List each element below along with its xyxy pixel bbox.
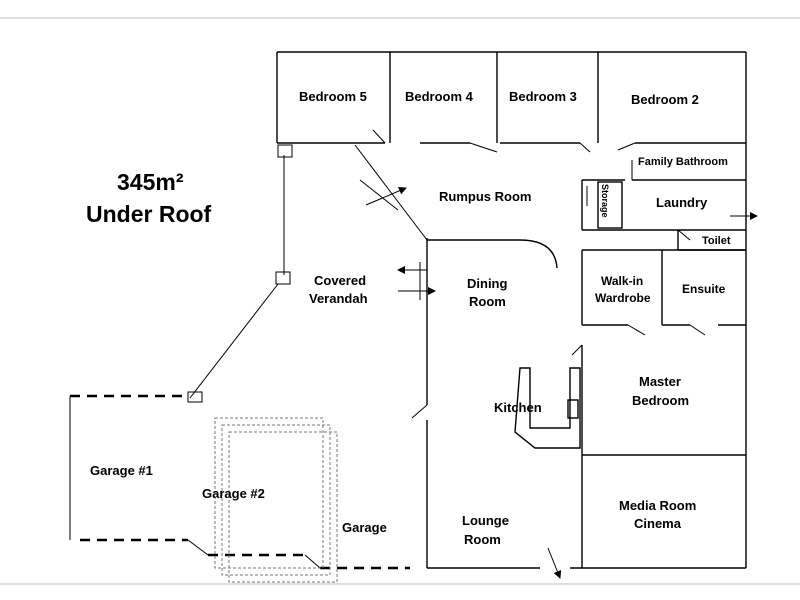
area-size: 345m² (117, 169, 184, 195)
room-bedroom-2: Bedroom 2 (631, 92, 699, 107)
room-ensuite: Ensuite (682, 282, 726, 296)
room-kitchen: Kitchen (494, 400, 542, 415)
room-bedroom-4: Bedroom 4 (405, 89, 474, 104)
master-walls (567, 344, 746, 568)
room-garage: Garage (342, 520, 387, 535)
room-laundry: Laundry (656, 195, 708, 210)
ensuite-walls (581, 249, 746, 336)
room-media-line2: Cinema (634, 516, 682, 531)
verandah-walls (187, 144, 436, 419)
room-dining-line2: Room (469, 294, 506, 309)
room-walkin-line2: Wardrobe (595, 291, 651, 305)
room-lounge-line2: Room (464, 532, 501, 547)
entry-arrow (547, 547, 562, 579)
room-walkin-line1: Walk-in (601, 274, 643, 288)
room-garage-1: Garage #1 (90, 463, 153, 478)
room-bedroom-3: Bedroom 3 (509, 89, 577, 104)
garage-outline (69, 394, 410, 570)
room-master-line1: Master (639, 374, 681, 389)
kitchen-bench (514, 367, 581, 449)
room-garage-2: Garage #2 (202, 486, 265, 501)
exterior-walls (276, 51, 747, 569)
room-covered-verandah-line2: Verandah (309, 291, 368, 306)
dining-arc (427, 239, 558, 269)
area-caption: Under Roof (86, 201, 212, 227)
room-media-line1: Media Room (619, 498, 696, 513)
room-dining-line1: Dining (467, 276, 507, 291)
car-outlines (214, 417, 338, 583)
room-storage: Storage (600, 184, 610, 218)
room-bedroom-5: Bedroom 5 (299, 89, 367, 104)
room-family-bathroom: Family Bathroom (638, 156, 728, 168)
room-covered-verandah-line1: Covered (314, 273, 366, 288)
room-master-line2: Bedroom (632, 393, 689, 408)
bedroom-walls (277, 52, 746, 153)
room-rumpus-room: Rumpus Room (439, 189, 531, 204)
room-toilet: Toilet (702, 235, 731, 247)
room-lounge-line1: Lounge (462, 513, 509, 528)
